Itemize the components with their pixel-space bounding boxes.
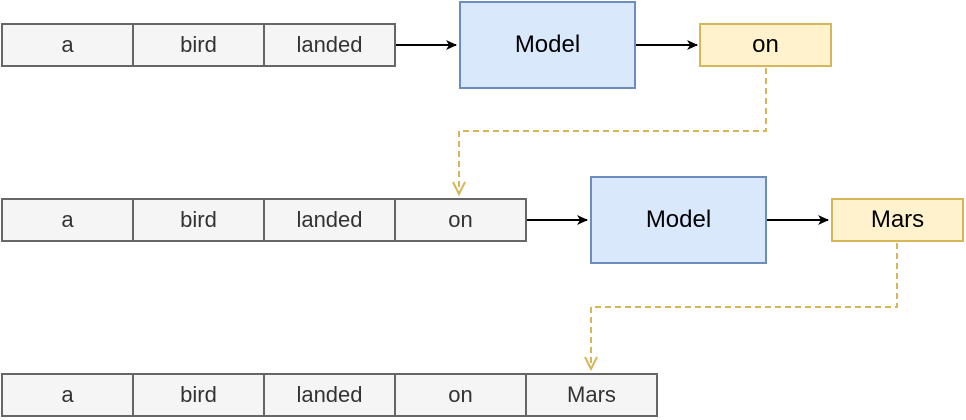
output-token-box: Mars xyxy=(831,198,964,242)
feedback-arrow-2 xyxy=(590,243,898,368)
token-box: bird xyxy=(132,198,265,242)
model-box: Model xyxy=(590,176,767,264)
token-box: a xyxy=(1,23,134,67)
token-box: bird xyxy=(132,373,265,417)
feedback-arrow-1 xyxy=(458,68,767,193)
token-box: landed xyxy=(263,373,396,417)
token-box: a xyxy=(1,198,134,242)
token-box: bird xyxy=(132,23,265,67)
token-box: on xyxy=(394,373,527,417)
output-token-box: on xyxy=(699,23,832,67)
token-box: a xyxy=(1,373,134,417)
feedback-arrow-1-head xyxy=(452,181,466,197)
token-box: Mars xyxy=(525,373,658,417)
feedback-arrow-2-head xyxy=(584,356,598,372)
token-box: landed xyxy=(263,198,396,242)
token-box: on xyxy=(394,198,527,242)
token-box: landed xyxy=(263,23,396,67)
model-box: Model xyxy=(459,1,636,89)
